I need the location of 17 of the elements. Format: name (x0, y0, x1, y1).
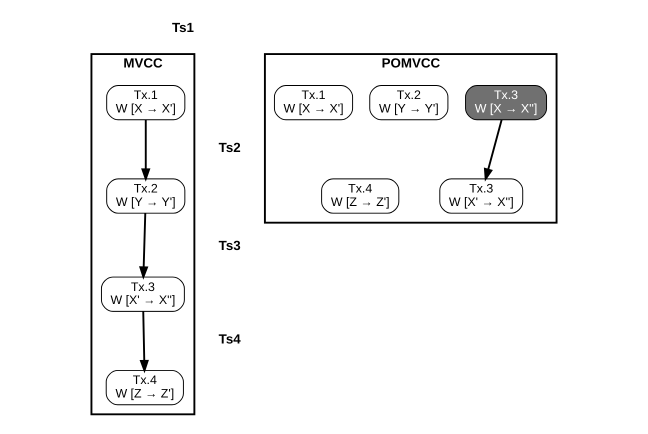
node-box: Tx.2 W [Y → Y'] (369, 85, 448, 120)
node-box: Tx.4 W [Z → Z'] (106, 370, 184, 406)
arrow (484, 120, 503, 182)
label: Ts1 (172, 20, 194, 35)
node-box: Tx.3 W [X' → X''] (100, 276, 185, 312)
label: Ts4 (218, 331, 241, 346)
node-box: Tx.3 W [X' → X''] (439, 178, 524, 214)
label: Ts2 (218, 140, 241, 155)
node-box: Tx.1 W [X → X'] (106, 85, 186, 120)
arrow (141, 120, 150, 182)
node-box: Tx.1 W [X → X'] (274, 85, 354, 120)
node-box: Tx.2 W [Y → Y'] (106, 178, 186, 214)
node-box: Tx.4 W [Z → Z'] (321, 178, 400, 214)
arrow (140, 312, 149, 374)
label: Ts3 (218, 238, 241, 254)
node-box: Tx.3 W [X → X''] (465, 85, 548, 120)
arrow (139, 213, 148, 280)
